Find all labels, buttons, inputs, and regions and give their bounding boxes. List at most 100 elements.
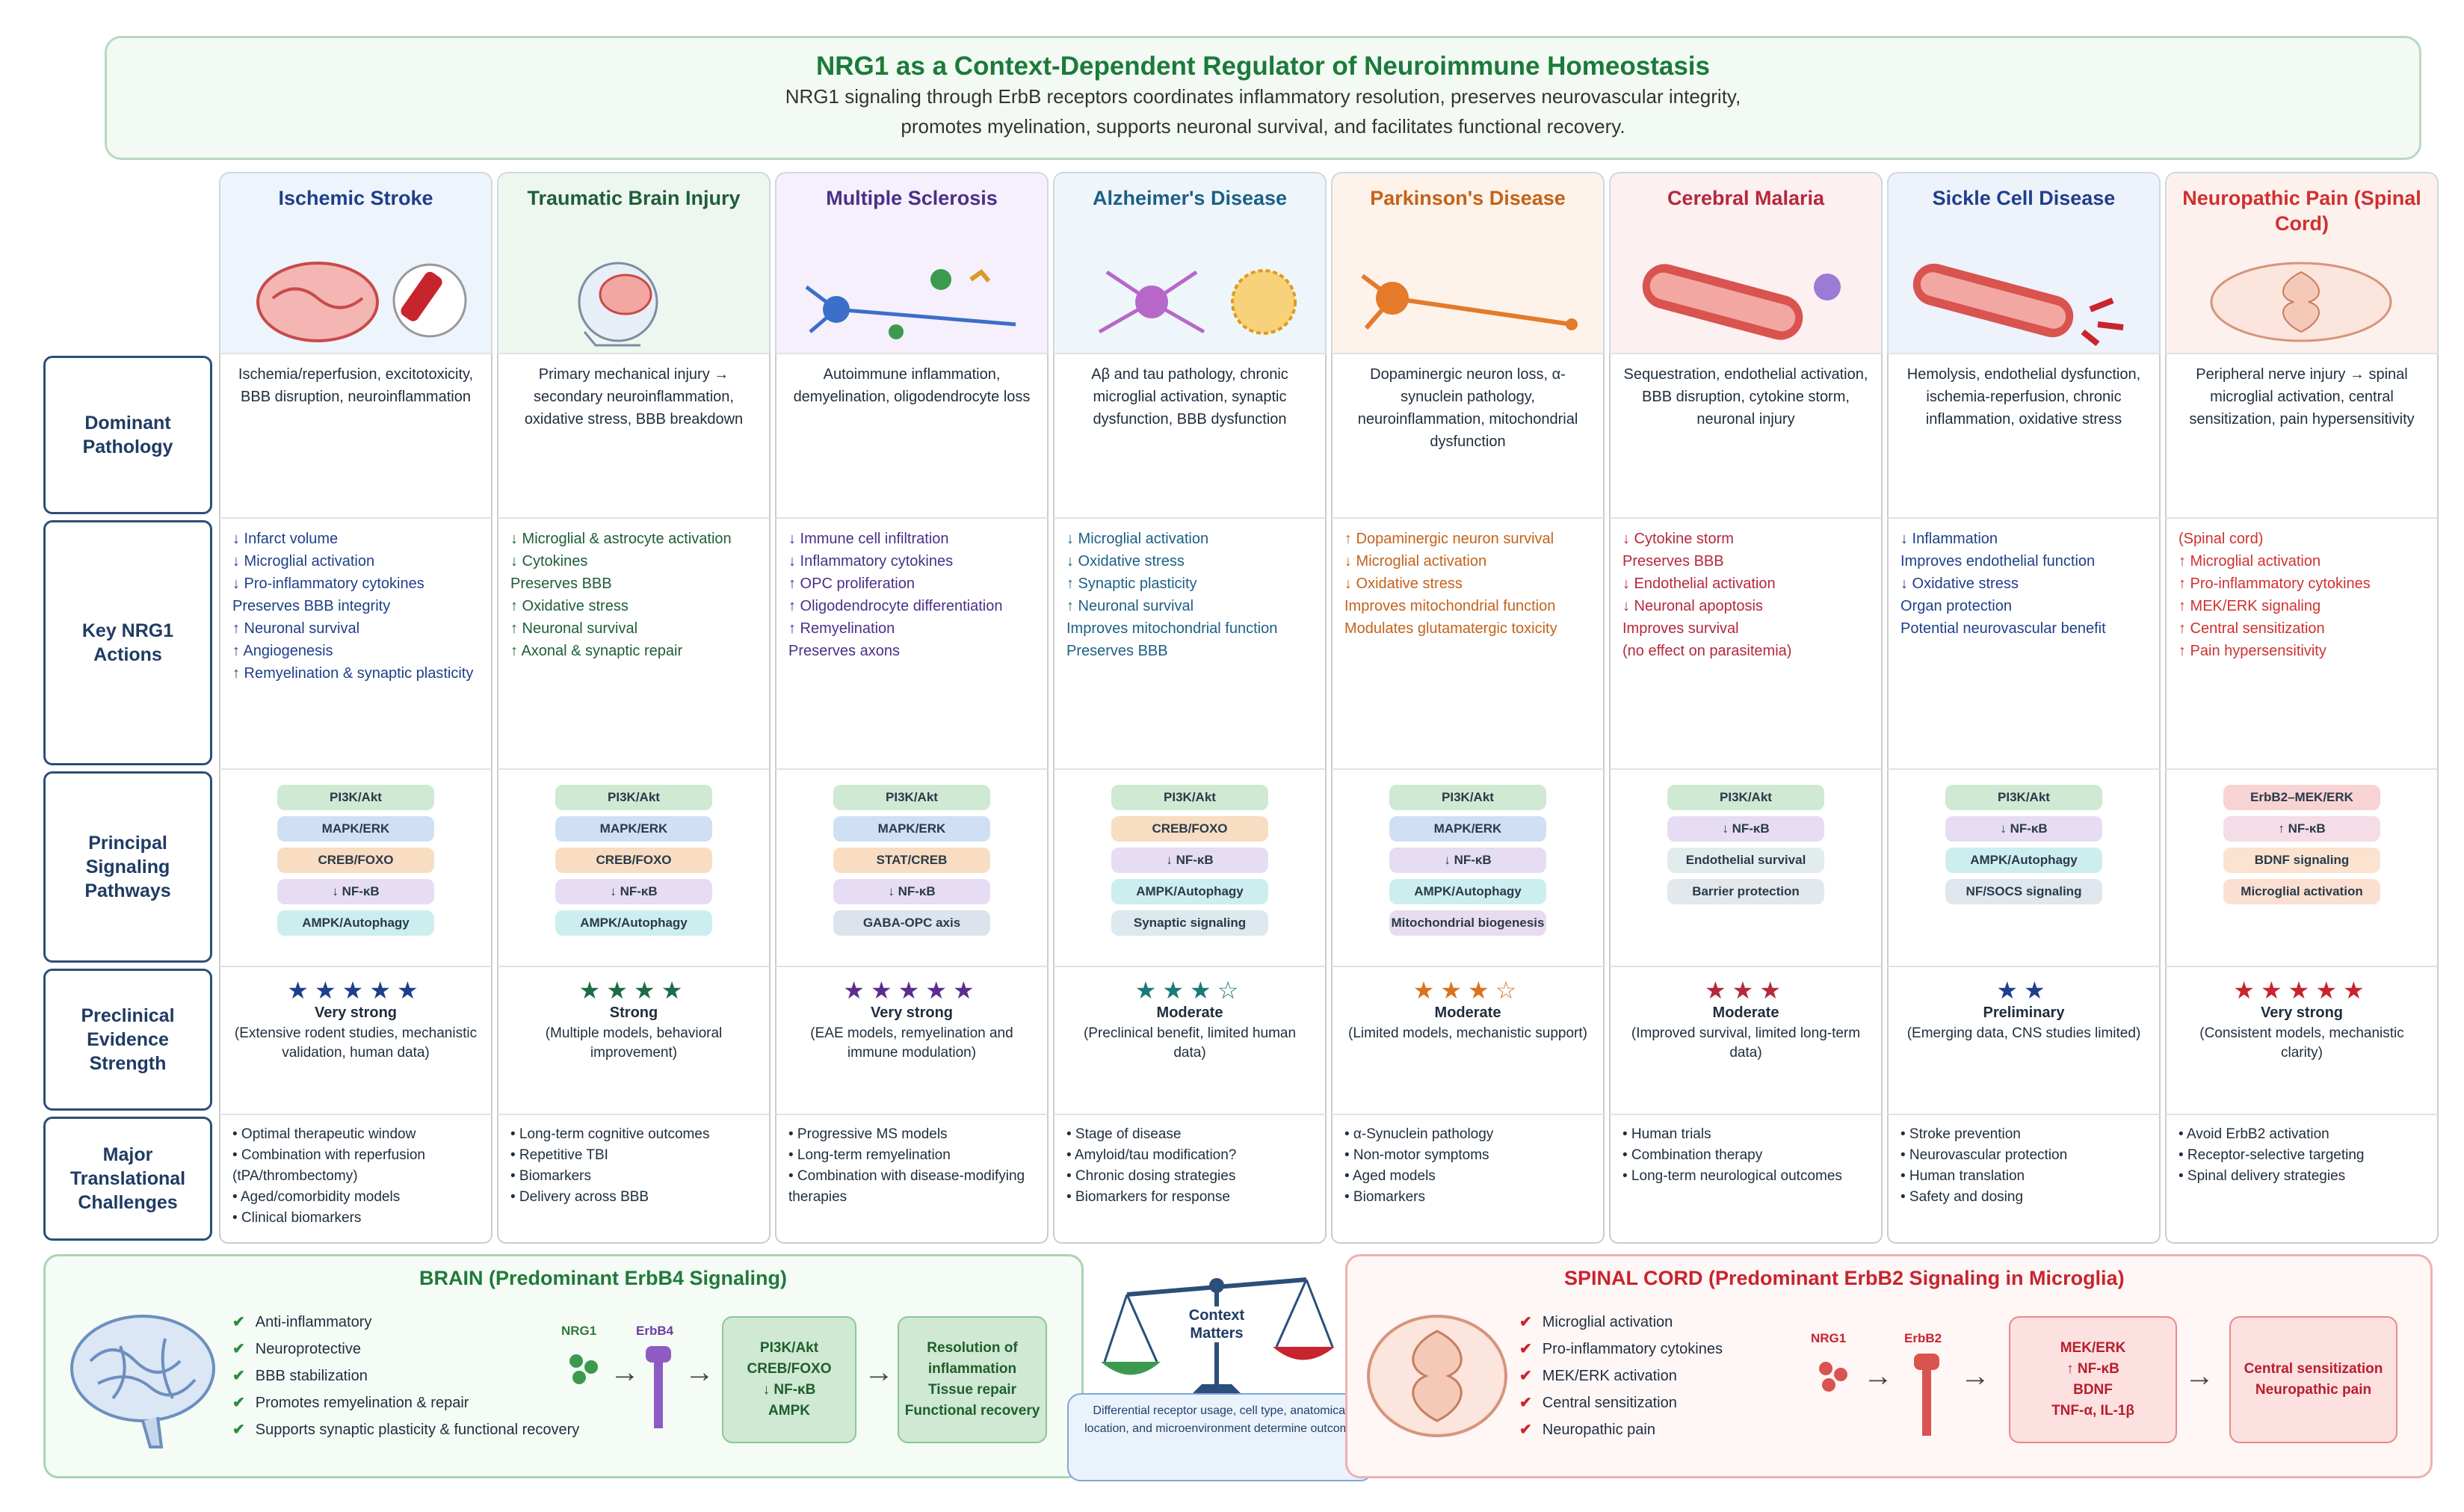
nrg1-action-item: ↓ Oxidative stress bbox=[1344, 576, 1463, 592]
evidence-note: (Multiple models, behavioral improvement… bbox=[545, 1025, 723, 1061]
disease-illustration-icon bbox=[805, 268, 1016, 339]
pathway-pill: Barrier protection bbox=[1667, 879, 1824, 904]
nrg1-action-item: ↓ Oxidative stress bbox=[1901, 576, 2019, 592]
disease-name: Cerebral Malaria bbox=[1667, 187, 1825, 209]
disease-header-4: Parkinson's Disease bbox=[1331, 172, 1605, 353]
disease-name: Traumatic Brain Injury bbox=[527, 187, 741, 209]
challenge-item: • Repetitive TBI bbox=[510, 1147, 608, 1163]
evidence-cell: ★★★★Strong(Multiple models, behavioral i… bbox=[497, 966, 771, 1114]
challenge-item: • Receptor-selective targeting bbox=[2179, 1147, 2365, 1163]
pathway-pill: NF/SOCS signaling bbox=[1945, 879, 2102, 904]
checkmark-icon: ✔ bbox=[232, 1368, 245, 1384]
pathway-pill: PI3K/Akt bbox=[555, 785, 712, 810]
evidence-stars: ★★★☆ bbox=[1412, 977, 1523, 1004]
check-item-label: Microglial activation bbox=[1542, 1314, 1673, 1330]
box-line: ↑ NF-κB bbox=[2066, 1361, 2119, 1377]
check-item: ✔ Microglial activation bbox=[1519, 1309, 1723, 1336]
nrg1-action-item: Potential neurovascular benefit bbox=[1901, 620, 2106, 637]
challenge-item: • Human translation bbox=[1901, 1168, 2025, 1184]
page-title: NRG1 as a Context-Dependent Regulator of… bbox=[815, 52, 1711, 81]
pathway-pill: MAPK/ERK bbox=[833, 816, 990, 842]
nrg1-action-item: ↓ Cytokine storm bbox=[1622, 531, 1734, 547]
checkmark-icon: ✔ bbox=[1519, 1395, 1532, 1411]
challenges-cell: • Progressive MS models• Long-term remye… bbox=[775, 1114, 1049, 1244]
evidence-note: (Improved survival, limited long-term da… bbox=[1631, 1025, 1861, 1061]
nrg1-action-item: Improves survival bbox=[1622, 620, 1739, 637]
arrow-icon: → bbox=[1863, 1360, 1893, 1392]
pathology-cell: Primary mechanical injury → secondary ne… bbox=[497, 353, 771, 517]
checkmark-icon: ✔ bbox=[232, 1341, 245, 1357]
nrg1-action-item: (Spinal cord) bbox=[2179, 531, 2264, 547]
spinal-effect-list: ✔ Microglial activation ✔Pro-inflammatory … bbox=[1519, 1309, 1723, 1443]
check-item-label: Neuropathic pain bbox=[1542, 1422, 1655, 1438]
evidence-label: Moderate bbox=[1712, 1005, 1779, 1021]
nrg1-action-item: ↑ Synaptic plasticity bbox=[1066, 576, 1197, 592]
box-line: Resolution of inflammation bbox=[927, 1340, 1018, 1377]
pathway-pill: CREB/FOXO bbox=[277, 848, 434, 873]
pathway-pill: AMPK/Autophagy bbox=[555, 910, 712, 936]
challenge-item: • Biomarkers for response bbox=[1066, 1189, 1230, 1205]
challenge-item: • Combination with disease-modifying the… bbox=[788, 1168, 1025, 1205]
nrg1-action-item: ↓ Infarct volume bbox=[232, 531, 339, 547]
disease-illustration-icon bbox=[1642, 264, 1841, 340]
pathway-pill: STAT/CREB bbox=[833, 848, 990, 873]
evidence-label: Strong bbox=[609, 1005, 658, 1021]
disease-name: Ischemic Stroke bbox=[278, 187, 433, 209]
erbb4-receptor-icon bbox=[646, 1346, 671, 1428]
evidence-cell: ★★Preliminary(Emerging data, CNS studies… bbox=[1887, 966, 2161, 1114]
check-item-label: Supports synaptic plasticity & functiona… bbox=[255, 1422, 580, 1438]
checkmark-icon: ✔ bbox=[232, 1422, 245, 1438]
spinal-ligand-label: NRG1 bbox=[1811, 1331, 1847, 1345]
nrg1-action-item: ↑ Remyelination & synaptic plasticity bbox=[232, 665, 474, 682]
disease-header-2: Multiple Sclerosis bbox=[775, 172, 1049, 353]
check-item: ✔ Supports synaptic plasticity & function… bbox=[232, 1416, 579, 1443]
pathway-pill: Endothelial survival bbox=[1667, 848, 1824, 873]
nrg1-action-item: Preserves BBB bbox=[1066, 643, 1168, 659]
arrow-icon: → bbox=[685, 1356, 714, 1389]
check-item-label: BBB stabilization bbox=[255, 1368, 368, 1384]
evidence-label: Moderate bbox=[1156, 1005, 1223, 1021]
nrg1-action-item: ↑ Pro-inflammatory cytokines bbox=[2179, 576, 2371, 592]
row-label-pathology: Dominant Pathology bbox=[43, 356, 212, 514]
box-line: PI3K/Akt bbox=[759, 1340, 819, 1356]
pathway-pill: ↓ NF-κB bbox=[1945, 816, 2102, 842]
evidence-note: (Preclinical benefit, limited human data… bbox=[1083, 1025, 1297, 1061]
pathway-pill: ↓ NF-κB bbox=[1389, 848, 1546, 873]
disease-name: Sickle Cell Disease bbox=[1932, 187, 2116, 209]
challenge-item: • Aged models bbox=[1344, 1168, 1436, 1184]
nrg1-action-item: ↓ Neuronal apoptosis bbox=[1622, 598, 1763, 614]
challenge-item: • Chronic dosing strategies bbox=[1066, 1168, 1236, 1184]
disease-header-5: Cerebral Malaria bbox=[1609, 172, 1883, 353]
evidence-stars: ★★★★★ bbox=[2233, 977, 2371, 1004]
evidence-cell: ★★★☆Moderate(Limited models, mechanistic… bbox=[1331, 966, 1605, 1114]
context-note: Differential receptor usage, cell type, … bbox=[1067, 1393, 1374, 1481]
box-line: BDNF bbox=[2073, 1382, 2113, 1398]
arrow-icon: → bbox=[610, 1356, 640, 1389]
disease-header-7: Neuropathic Pain (Spinal Cord) bbox=[2165, 172, 2439, 353]
pathway-pill: ↓ NF-κB bbox=[1667, 816, 1824, 842]
evidence-label: Very strong bbox=[314, 1005, 398, 1021]
evidence-note: (EAE models, remyelination and immune mo… bbox=[810, 1025, 1013, 1061]
challenge-item: • Clinical biomarkers bbox=[232, 1210, 362, 1226]
evidence-stars: ★★★★★ bbox=[287, 977, 424, 1004]
brain-ligand-label: NRG1 bbox=[561, 1324, 597, 1338]
actions-cell: ↓ Immune cell infiltration↓ Inflammatory… bbox=[775, 517, 1049, 768]
pathway-pill: GABA-OPC axis bbox=[833, 910, 990, 936]
nrg1-action-item: Organ protection bbox=[1901, 598, 2012, 614]
nrg1-action-item: ↑ Central sensitization bbox=[2179, 620, 2325, 637]
row-label-evidence: Preclinical Evidence Strength bbox=[43, 969, 212, 1111]
checkmark-icon: ✔ bbox=[1519, 1314, 1532, 1330]
check-item: ✔Pro-inflammatory cytokines bbox=[1519, 1336, 1723, 1363]
ligand-cluster-icon bbox=[1819, 1362, 1847, 1392]
challenge-item: • Stage of disease bbox=[1066, 1126, 1182, 1142]
challenge-item: • Combination with reperfusion (tPA/thro… bbox=[232, 1147, 426, 1184]
pathway-pill: Synaptic signaling bbox=[1111, 910, 1268, 936]
box-line: Tissue repair bbox=[928, 1382, 1016, 1398]
challenges-cell: • α-Synuclein pathology• Non-motor sympt… bbox=[1331, 1114, 1605, 1244]
